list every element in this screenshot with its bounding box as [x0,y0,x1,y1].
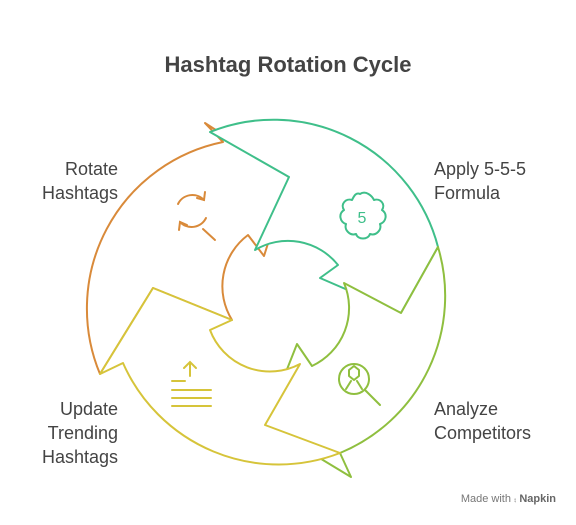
diagram-title: Hashtag Rotation Cycle [164,52,412,77]
cycle-arrow-update [99,287,341,466]
cycle-arrow-analyze [264,246,447,478]
label-analyze-competitors: Analyze Competitors [434,399,532,443]
cycle-arrow-apply [209,118,439,314]
cycle-arrow-rotate [85,122,290,375]
magnifier-icon [338,363,381,406]
rotate-arrows-icon [177,191,216,241]
badge-five-text: 5 [358,210,367,227]
napkin-logo-icon: ⨾ [514,493,517,505]
label-apply-formula: Apply 5-5-5 Formula [434,159,527,203]
footer-brand: Napkin [519,493,556,505]
upload-lines-icon [171,360,212,407]
footer-prefix: Made with [460,493,511,505]
footer-credit: Made with ⨾ Napkin [461,493,556,506]
label-update-trending: Update Trending Hashtags [41,399,118,467]
badge-five-icon: 5 [339,191,387,240]
label-rotate-hashtags: Rotate Hashtags [41,159,118,203]
